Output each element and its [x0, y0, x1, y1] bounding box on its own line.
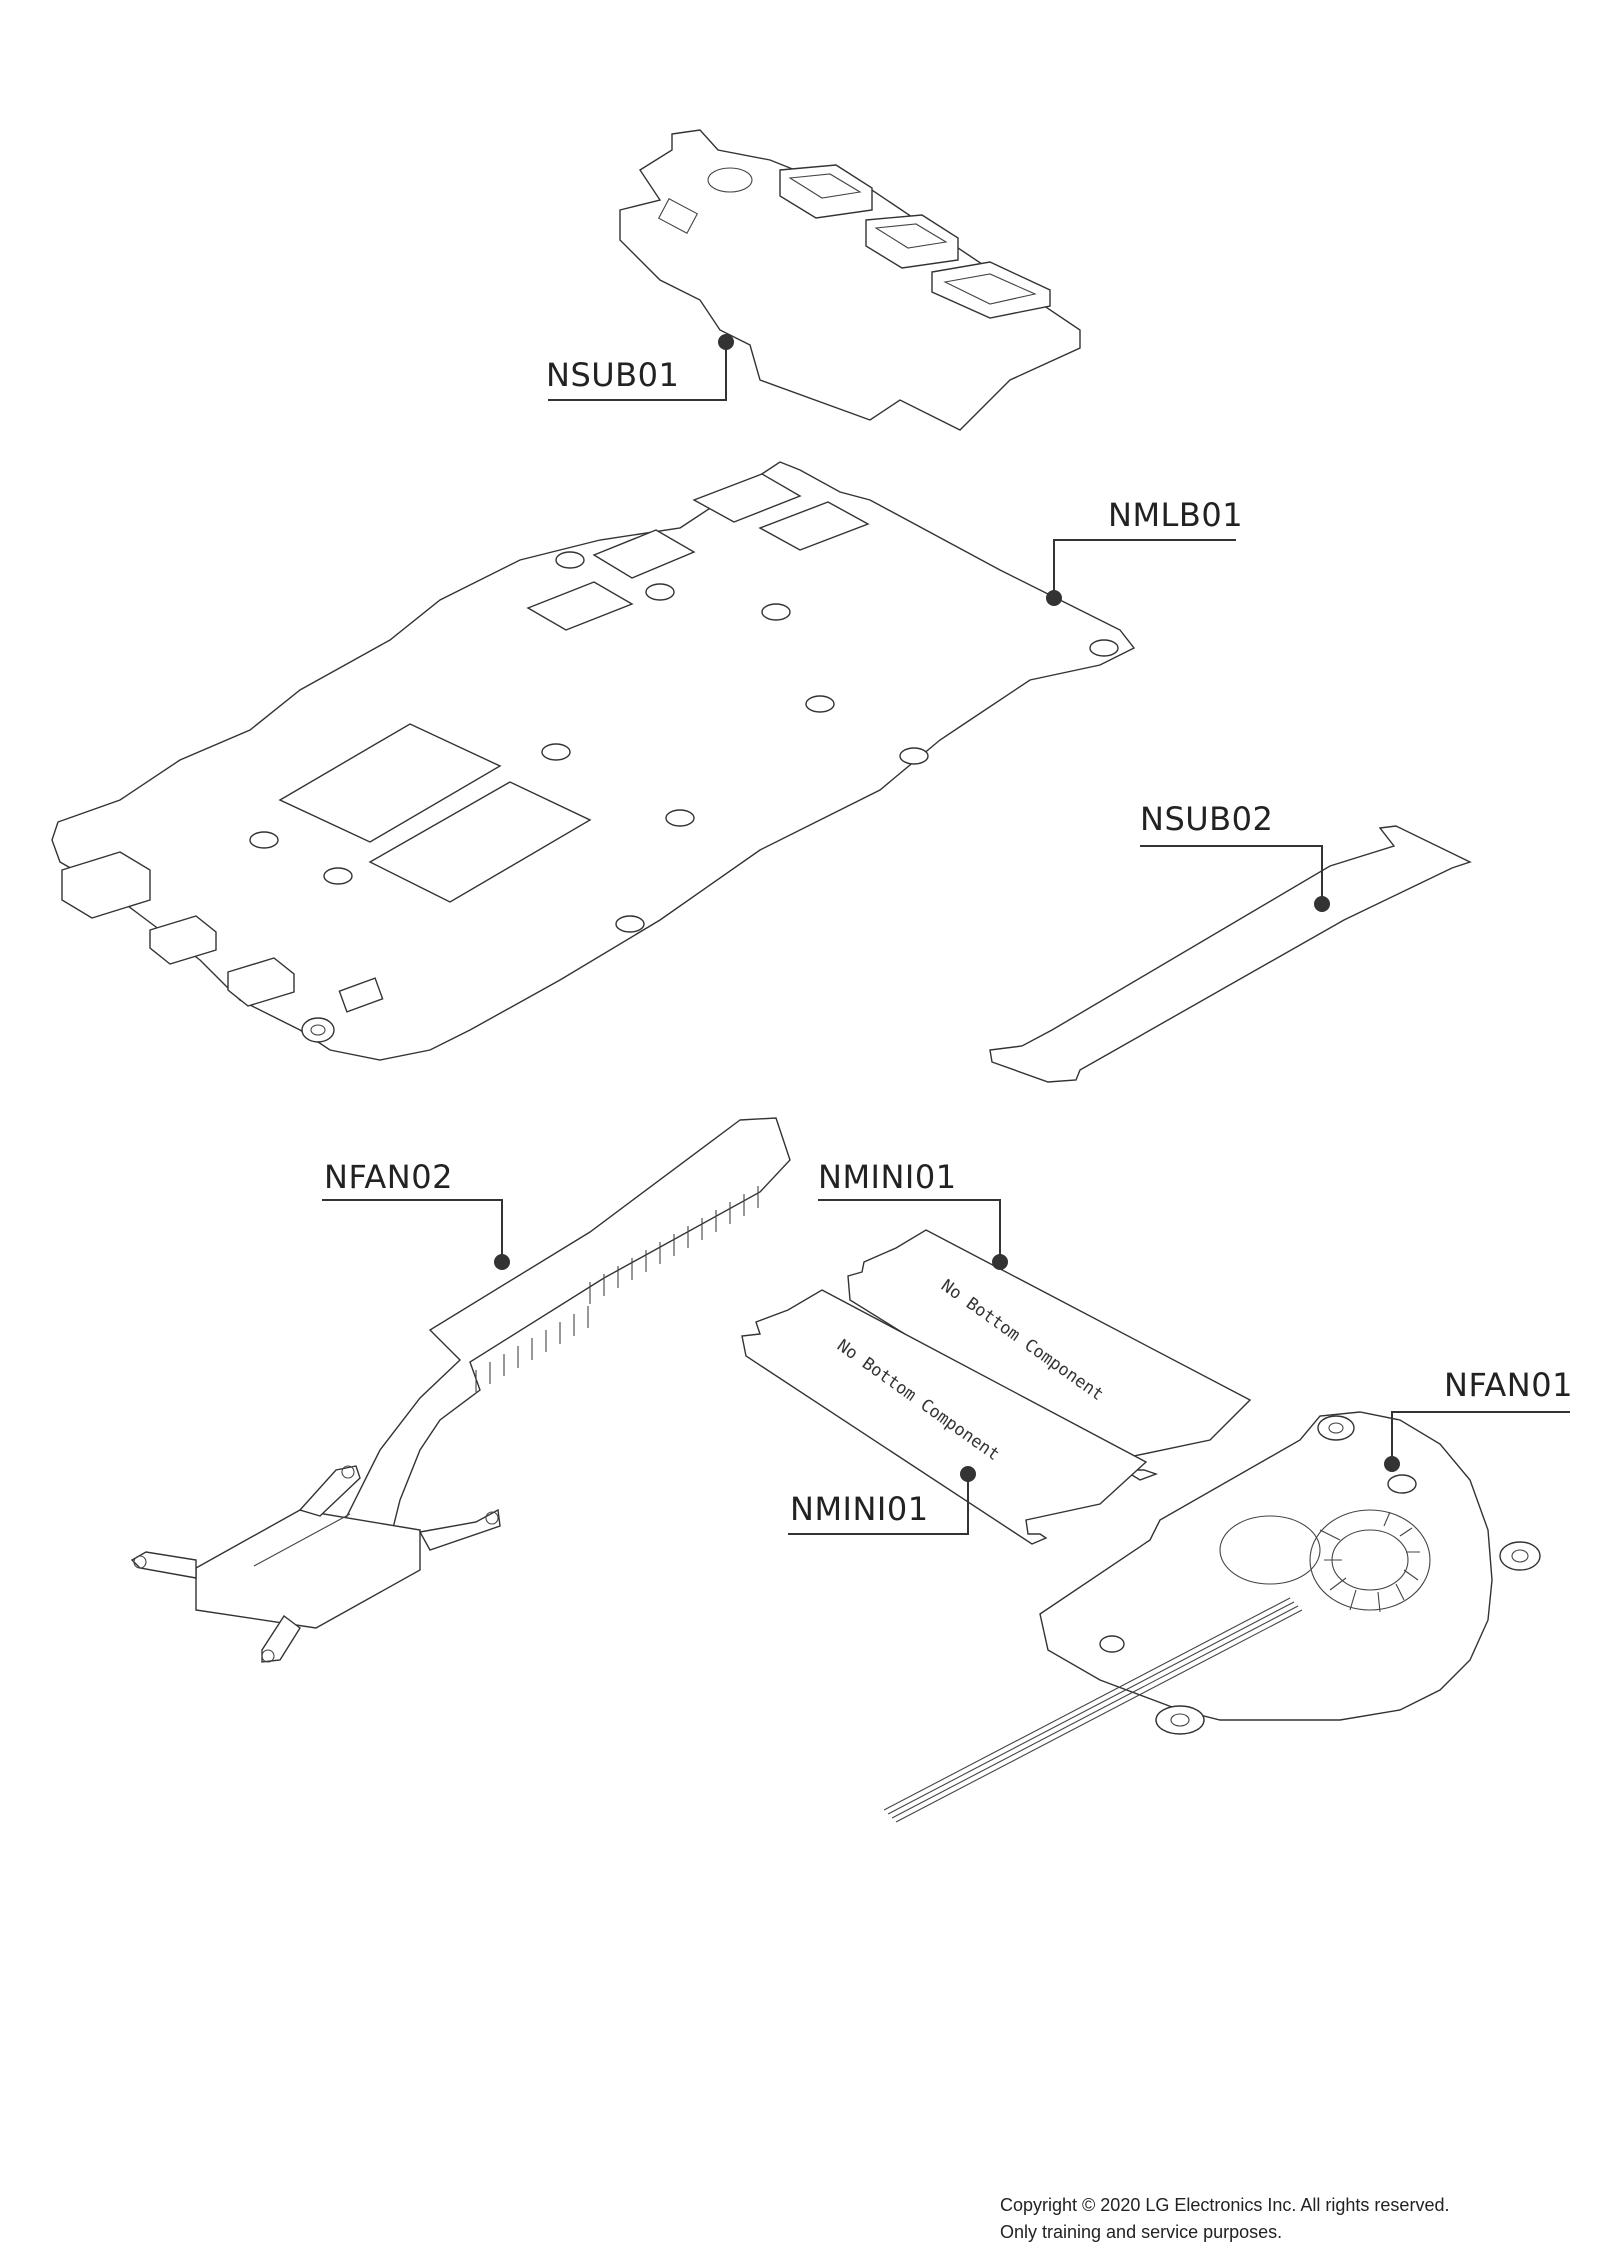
screw-boss-icon — [665, 809, 695, 827]
usb-port-icon — [779, 164, 873, 219]
usb-c-port-icon — [149, 915, 217, 965]
label-nfan02: NFAN02 — [324, 1158, 453, 1196]
card-reader-slot-icon — [931, 261, 1051, 319]
audio-jack-icon — [301, 1017, 335, 1043]
screw-boss-icon — [645, 583, 675, 601]
screw-boss-icon — [323, 867, 353, 885]
callout-nmini01-bottom — [788, 1466, 976, 1535]
usb-port-icon — [865, 214, 959, 269]
sub-board-nsub01 — [619, 129, 1081, 431]
screw-boss-icon — [761, 603, 791, 621]
label-nfan01: NFAN01 — [1444, 1366, 1573, 1404]
callout-nmini01-top — [818, 1199, 1008, 1270]
screw-boss-icon — [615, 915, 645, 933]
copyright-footer: Copyright © 2020 LG Electronics Inc. All… — [1000, 2192, 1449, 2246]
callout-nfan01 — [1384, 1411, 1570, 1472]
connector-icon — [338, 977, 384, 1013]
hdmi-port-icon — [61, 851, 151, 919]
label-nsub01: NSUB01 — [546, 356, 680, 394]
screw-boss-icon — [1089, 639, 1119, 657]
heat-sink-fins-icon — [475, 1186, 759, 1392]
screw-boss-icon — [899, 747, 929, 765]
screw-boss-icon — [555, 551, 585, 569]
fan-nfan01 — [883, 1411, 1541, 1823]
callout-nsub02 — [1140, 845, 1330, 912]
heat-pipe-nfan02 — [130, 1117, 791, 1663]
callout-nsub01 — [548, 334, 734, 401]
label-nmini01-top: NMINI01 — [818, 1158, 957, 1196]
copyright-line: Copyright © 2020 LG Electronics Inc. All… — [1000, 2195, 1450, 2215]
screw-boss-icon — [249, 831, 279, 849]
flex-cable-nsub02 — [989, 825, 1472, 1083]
main-board-nmlb01 — [51, 461, 1136, 1061]
usb-c-port-icon — [227, 957, 295, 1007]
fan-blades-icon — [1219, 1509, 1431, 1613]
label-nmlb01: NMLB01 — [1108, 496, 1244, 534]
callout-nfan02 — [322, 1199, 510, 1270]
label-nsub02: NSUB02 — [1140, 800, 1274, 838]
screw-boss-icon — [541, 743, 571, 761]
screw-boss-icon — [805, 695, 835, 713]
callout-nmlb01 — [1046, 539, 1236, 606]
fan-cable-icon — [883, 1597, 1303, 1823]
label-nmini01-bottom: NMINI01 — [790, 1490, 929, 1528]
usage-note-line: Only training and service purposes. — [1000, 2222, 1283, 2242]
